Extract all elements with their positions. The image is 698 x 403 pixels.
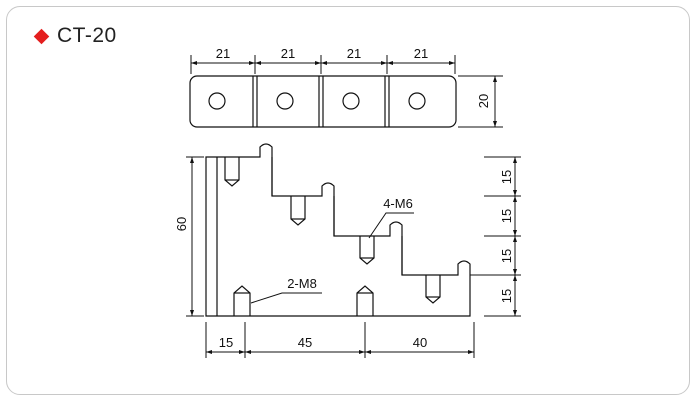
mounting-hole	[208, 92, 226, 110]
m6-stud	[425, 275, 441, 304]
dim-step-1: 15	[499, 170, 514, 184]
mounting-hole	[276, 92, 294, 110]
mounting-hole	[408, 92, 426, 110]
mounting-hole	[342, 92, 360, 110]
dim-width-1: 21	[216, 46, 230, 61]
page-title: CT-20	[33, 24, 117, 48]
callout-m8: 2-M8	[287, 276, 317, 291]
dim-step-4: 15	[499, 289, 514, 303]
dim-height-side: 60	[174, 217, 189, 231]
callout-m6: 4-M6	[383, 196, 413, 211]
dim-height-top: 20	[476, 94, 491, 108]
side-view: 4-M6 2-M8 60 15 15 15 15	[174, 143, 521, 358]
dim-width-2: 21	[281, 46, 295, 61]
model-name: CT-20	[57, 24, 117, 47]
dim-step-2: 15	[499, 209, 514, 223]
profile-outline	[205, 143, 471, 317]
m6-stud	[224, 157, 240, 187]
dim-bottom-3: 40	[413, 335, 427, 350]
m6-stud	[359, 236, 375, 265]
dim-width-4: 21	[414, 46, 428, 61]
m8-stud	[233, 285, 251, 316]
dim-bottom-1: 15	[219, 335, 233, 350]
dim-bottom-2: 45	[298, 335, 312, 350]
drawing-card	[6, 6, 690, 395]
dim-width-3: 21	[347, 46, 361, 61]
m6-stud	[290, 196, 306, 226]
m8-stud	[356, 285, 374, 316]
dim-step-3: 15	[499, 249, 514, 263]
top-view: 21 21 21 21 20	[189, 46, 503, 128]
